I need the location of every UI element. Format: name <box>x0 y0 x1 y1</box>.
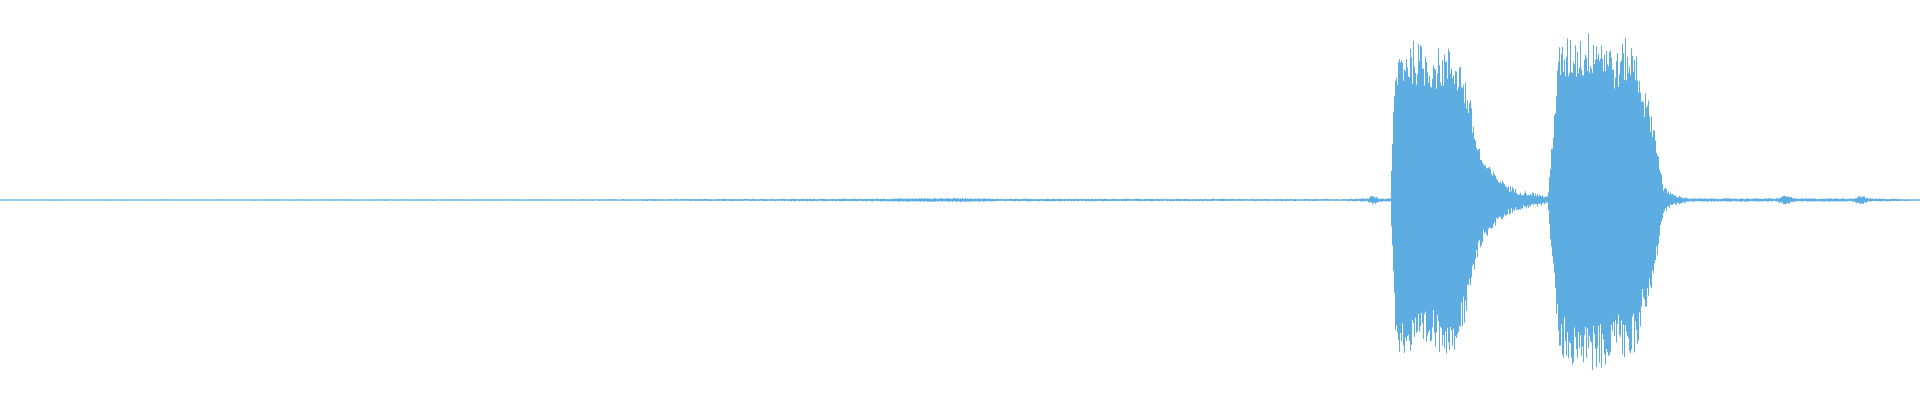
waveform-amplitude-path <box>0 33 1920 371</box>
waveform-bars <box>0 33 1920 371</box>
